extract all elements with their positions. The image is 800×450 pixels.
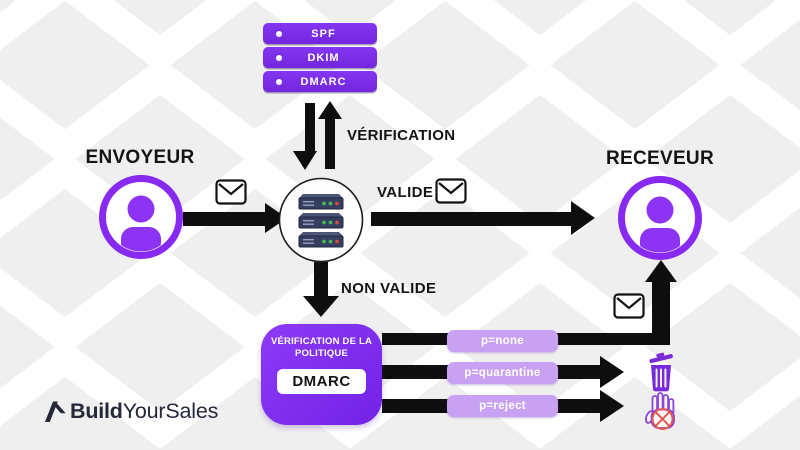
logo-text-bold: Build — [70, 399, 123, 423]
receiver-user-icon — [618, 176, 702, 260]
spf-pill: SPF — [263, 23, 377, 44]
verification-down-arrow — [293, 103, 317, 170]
stop-hand-icon — [644, 392, 675, 430]
sender-label: ENVOYEUR — [85, 147, 195, 168]
policy-check-box: VÉRIFICATION DE LA POLITIQUE DMARC — [261, 324, 382, 425]
envelope-icon — [613, 293, 645, 319]
verification-up-arrow — [318, 101, 342, 169]
valid-arrow — [371, 201, 595, 235]
auth-protocol-stack: SPF DKIM DMARC — [263, 23, 377, 95]
policy-title-line2: POLITIQUE — [295, 348, 348, 359]
dkim-label: DKIM — [307, 51, 340, 64]
invalid-label: NON VALIDE — [341, 280, 437, 297]
envelope-icon — [215, 179, 247, 205]
logo-text-regular: YourSales — [122, 399, 219, 423]
spf-label: SPF — [311, 27, 336, 40]
mail-server-icon — [278, 177, 364, 263]
dkim-pill: DKIM — [263, 47, 377, 68]
trash-icon — [649, 352, 673, 392]
invalid-down-arrow — [303, 262, 339, 317]
bullet-icon — [276, 54, 282, 61]
dmarc-pill: DMARC — [263, 71, 377, 92]
sender-arrow — [183, 203, 287, 233]
valid-label: VALIDE — [377, 184, 434, 201]
sender-user-icon — [99, 175, 183, 259]
logo-mark-icon — [44, 401, 66, 423]
verification-label: VÉRIFICATION — [347, 127, 456, 144]
bullet-icon — [276, 30, 282, 37]
envelope-icon — [435, 178, 467, 204]
policy-box-title: VÉRIFICATION DE LA POLITIQUE — [261, 336, 382, 360]
p-quarantine-pill: p=quarantine — [447, 362, 558, 384]
dmarc-badge: DMARC — [277, 369, 366, 394]
bullet-icon — [276, 78, 282, 85]
policy-title-line1: VÉRIFICATION DE LA — [270, 336, 373, 347]
dmarc-label: DMARC — [300, 75, 347, 88]
receiver-label: RECEVEUR — [606, 148, 714, 169]
p-reject-pill: p=reject — [447, 395, 558, 417]
p-none-pill: p=none — [447, 330, 558, 352]
